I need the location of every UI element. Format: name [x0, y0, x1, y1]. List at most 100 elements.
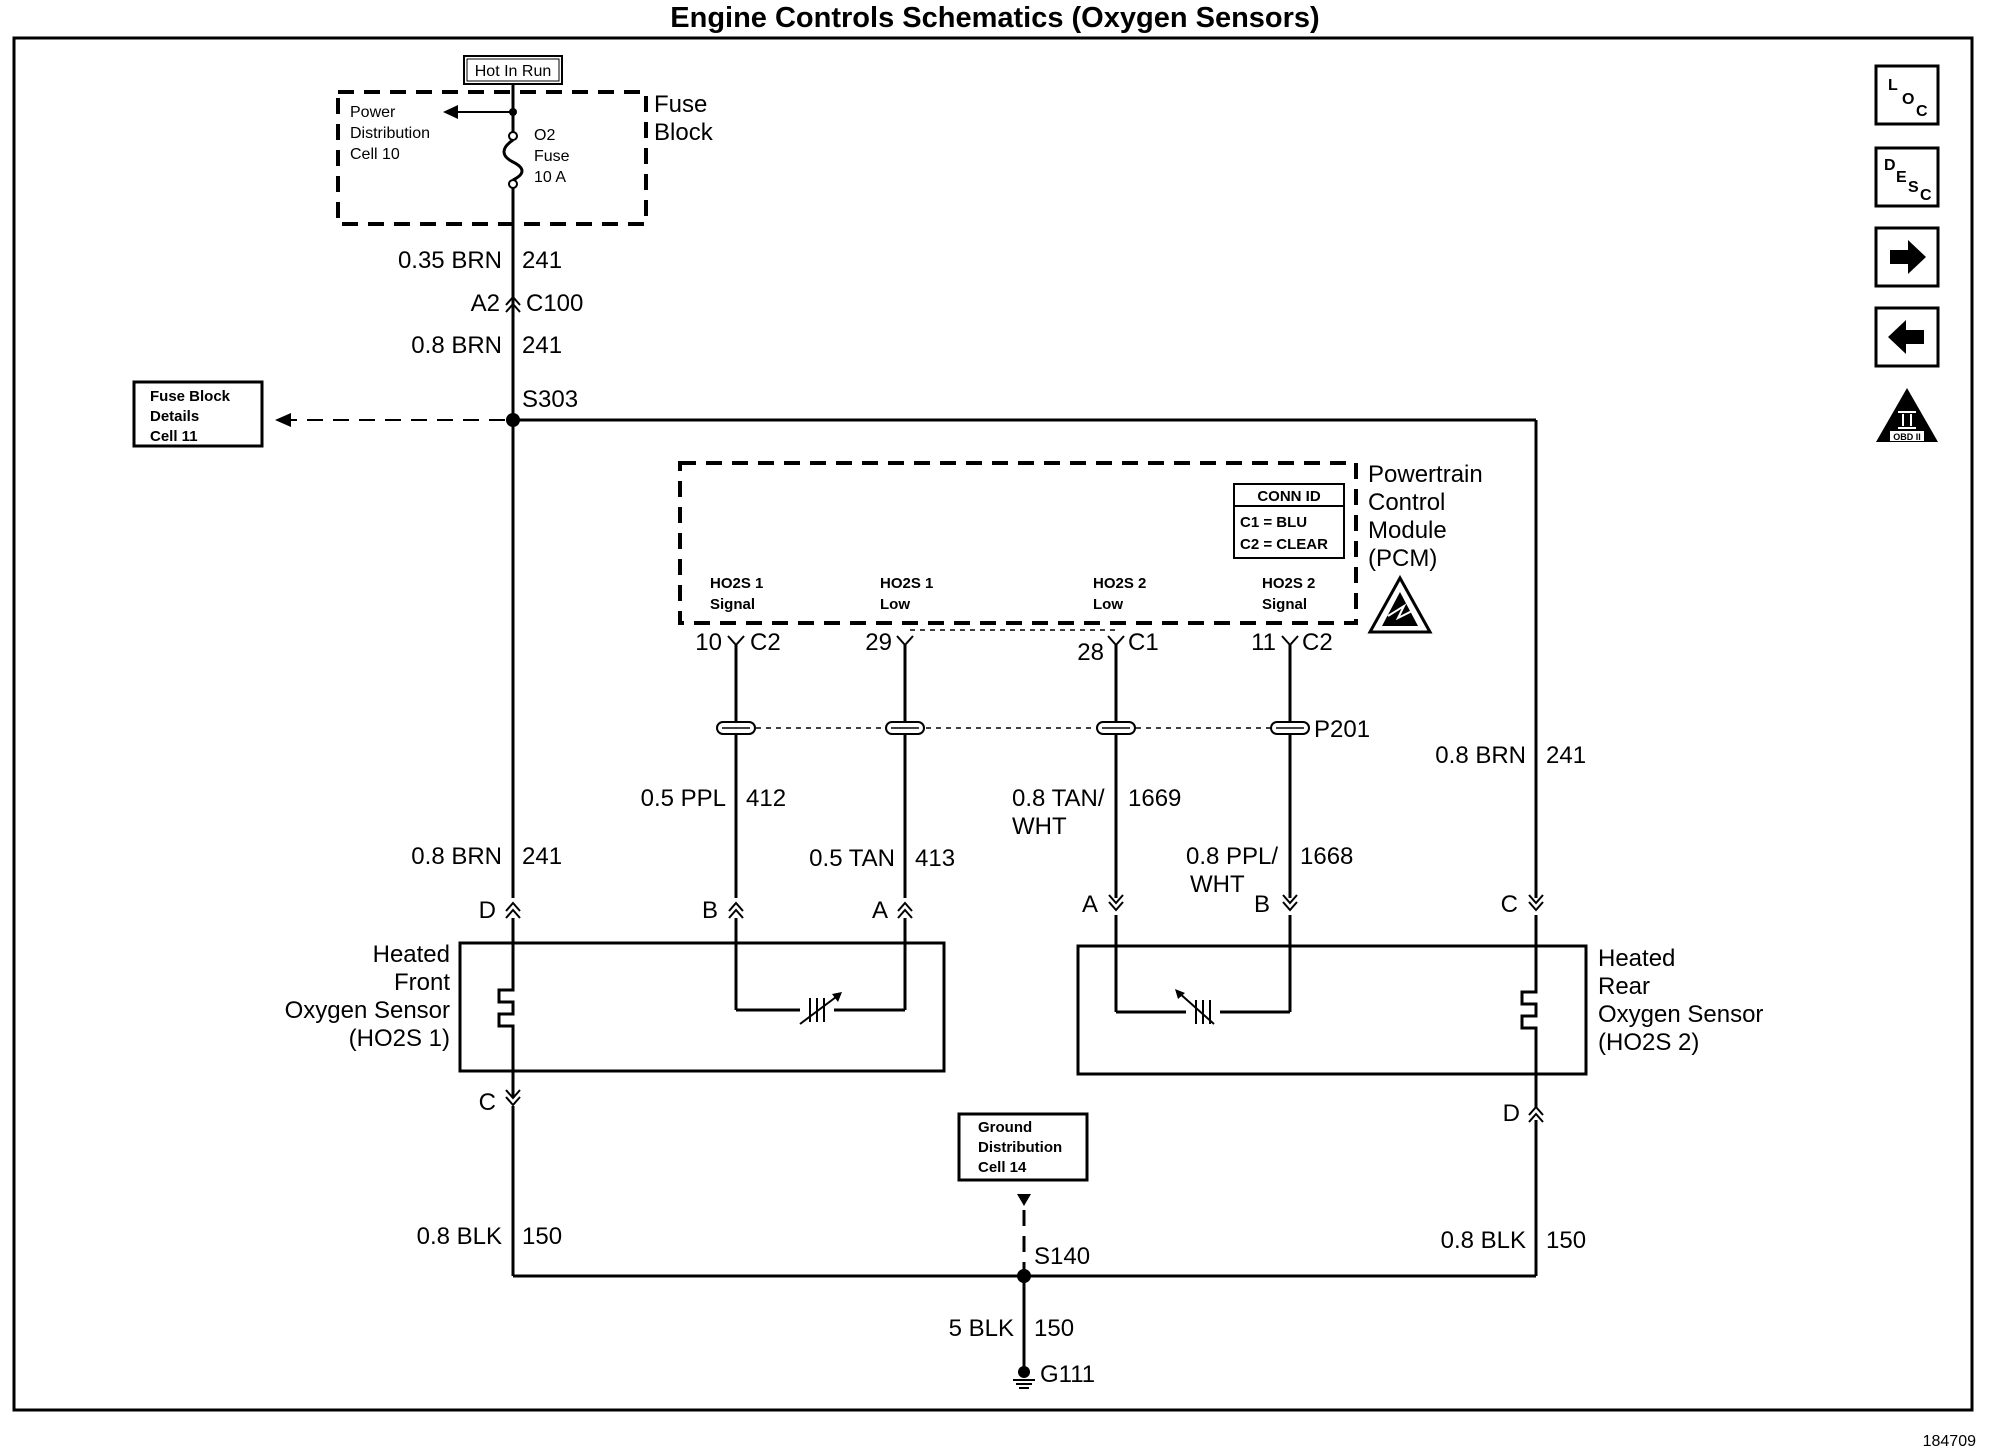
wire-412-gauge: 0.5 PPL: [641, 785, 726, 812]
wire-after-c100-circuit: 241: [522, 332, 562, 359]
rear-pin-d: D: [1503, 1100, 1520, 1127]
hot-in-run-box: [463, 55, 563, 85]
wire-1669-circuit: 1669: [1128, 785, 1181, 812]
svg-text:L: L: [1888, 77, 1898, 94]
s303-label: S303: [522, 386, 578, 413]
pcm-name-3: Module: [1368, 517, 1447, 544]
wire-413-circuit: 413: [915, 845, 955, 872]
rear-sensor-name-4: (HO2S 2): [1598, 1029, 1699, 1056]
conn-id-c1: C1 = BLU: [1240, 514, 1307, 531]
wire-blk-left-circuit: 150: [522, 1223, 562, 1250]
p201-pod-3: [1096, 721, 1136, 735]
wire-1668-circuit: 1668: [1300, 843, 1353, 870]
ground-distribution-3: Cell 14: [978, 1159, 1027, 1176]
wire-top-gauge: 0.35 BRN: [398, 247, 502, 274]
power-distribution-label-2: Distribution: [350, 125, 430, 142]
power-distribution-label-1: Power: [350, 104, 396, 121]
front-heater-icon: [497, 978, 515, 1038]
wire-1669-gauge-2: WHT: [1012, 813, 1067, 840]
pcm-pin-label-ho2s2-signal-2: Signal: [1262, 596, 1307, 613]
p201-pod-1: [716, 721, 756, 735]
front-sensor-name-1: Heated: [373, 941, 450, 968]
front-sensor-box: [458, 941, 946, 1073]
page-title: Engine Controls Schematics (Oxygen Senso…: [670, 2, 1320, 34]
fuse-block-details-2: Details: [150, 408, 199, 425]
hot-in-run-label: Hot In Run: [475, 63, 551, 80]
c100-pin: A2: [471, 290, 500, 317]
fuse-block-label-2: Block: [654, 119, 714, 146]
diagram-border: [12, 36, 1974, 1412]
pcm-name-4: (PCM): [1368, 545, 1437, 572]
front-sensor-name-2: Front: [394, 969, 450, 996]
loc-icon[interactable]: L O C: [1874, 64, 1940, 126]
svg-text:S: S: [1908, 179, 1919, 196]
pcm-conn-c2-b: C2: [1302, 629, 1333, 656]
wire-blk-ground-circuit: 150: [1034, 1315, 1074, 1342]
pcm-conn-c1: C1: [1128, 629, 1159, 656]
pcm-pin-label-ho2s1-signal-2: Signal: [710, 596, 755, 613]
pcm-pin-label-ho2s1-low-1: HO2S 1: [880, 575, 933, 592]
figure-id: 184709: [1923, 1433, 1976, 1450]
svg-text:C: C: [1916, 103, 1928, 120]
arrow-right-icon[interactable]: [1874, 226, 1940, 288]
wire-left-vertical-circuit: 241: [522, 843, 562, 870]
wire-412-circuit: 412: [746, 785, 786, 812]
rear-pin-c: C: [1501, 891, 1518, 918]
pcm-pin-29: 29: [865, 629, 892, 656]
front-pin-a: A: [872, 897, 888, 924]
p201-label: P201: [1314, 716, 1370, 743]
front-sensing-element-icon: [799, 992, 842, 1025]
rear-sensing-element-icon: [1175, 989, 1220, 1026]
wire-after-c100-gauge: 0.8 BRN: [411, 332, 502, 359]
wire-right-vertical-gauge: 0.8 BRN: [1435, 742, 1526, 769]
wire-right-vertical-circuit: 241: [1546, 742, 1586, 769]
fuse-block-label-1: Fuse: [654, 91, 707, 118]
svg-text:E: E: [1896, 169, 1907, 186]
p201-pod-4: [1270, 721, 1310, 735]
pcm-conn-c2-a: C2: [750, 629, 781, 656]
wire-blk-right-gauge: 0.8 BLK: [1441, 1227, 1526, 1254]
conn-id-c2: C2 = CLEAR: [1240, 536, 1328, 553]
ground-distribution-box: [957, 1112, 1089, 1182]
power-distribution-arrow-icon: [443, 105, 458, 119]
pcm-pin-label-ho2s2-low-1: HO2S 2: [1093, 575, 1146, 592]
pcm-name-1: Powertrain: [1368, 461, 1483, 488]
obd-ii-icon[interactable]: OBD II: [1876, 388, 1938, 442]
front-pin-b: B: [702, 897, 718, 924]
fuse-block-details-arrow-icon: [275, 413, 291, 427]
svg-text:OBD II: OBD II: [1893, 432, 1921, 442]
arrow-left-icon[interactable]: [1874, 306, 1940, 368]
ground-distribution-2: Distribution: [978, 1139, 1062, 1156]
p201-pod-2: [885, 721, 925, 735]
c100-name: C100: [526, 290, 583, 317]
fuse-label-1: O2: [534, 127, 555, 144]
pcm-pin-11: 11: [1251, 629, 1276, 656]
rear-sensor-name-2: Rear: [1598, 973, 1650, 1000]
rear-pin-a: A: [1082, 891, 1098, 918]
front-pin-d: D: [479, 897, 496, 924]
rear-sensor-name-3: Oxygen Sensor: [1598, 1001, 1763, 1028]
wire-1668-gauge-1: 0.8 PPL/: [1186, 843, 1278, 870]
rear-heater-icon: [1520, 980, 1538, 1040]
pcm-boundary: [678, 461, 1358, 625]
wire-1668-gauge-2: WHT: [1190, 871, 1245, 898]
pcm-name-2: Control: [1368, 489, 1445, 516]
fuse-label-3: 10 A: [534, 169, 566, 186]
conn-id-box: [1233, 483, 1345, 559]
svg-text:O: O: [1902, 91, 1914, 108]
front-pin-c: C: [479, 1089, 496, 1116]
rear-sensor-name-1: Heated: [1598, 945, 1675, 972]
power-distribution-label-3: Cell 10: [350, 146, 400, 163]
fuse-block-boundary: [336, 90, 648, 226]
pcm-pin-label-ho2s1-signal-1: HO2S 1: [710, 575, 763, 592]
desc-icon[interactable]: D E S C: [1874, 146, 1940, 208]
front-sensor-name-3: Oxygen Sensor: [285, 997, 450, 1024]
wire-blk-left-gauge: 0.8 BLK: [417, 1223, 502, 1250]
ground-distribution-1: Ground: [978, 1119, 1032, 1136]
pcm-pin-label-ho2s2-signal-1: HO2S 2: [1262, 575, 1315, 592]
conn-id-title: CONN ID: [1257, 488, 1321, 505]
g111-label: G111: [1040, 1361, 1095, 1388]
rear-pin-b: B: [1254, 891, 1270, 918]
s140-label: S140: [1034, 1243, 1090, 1270]
